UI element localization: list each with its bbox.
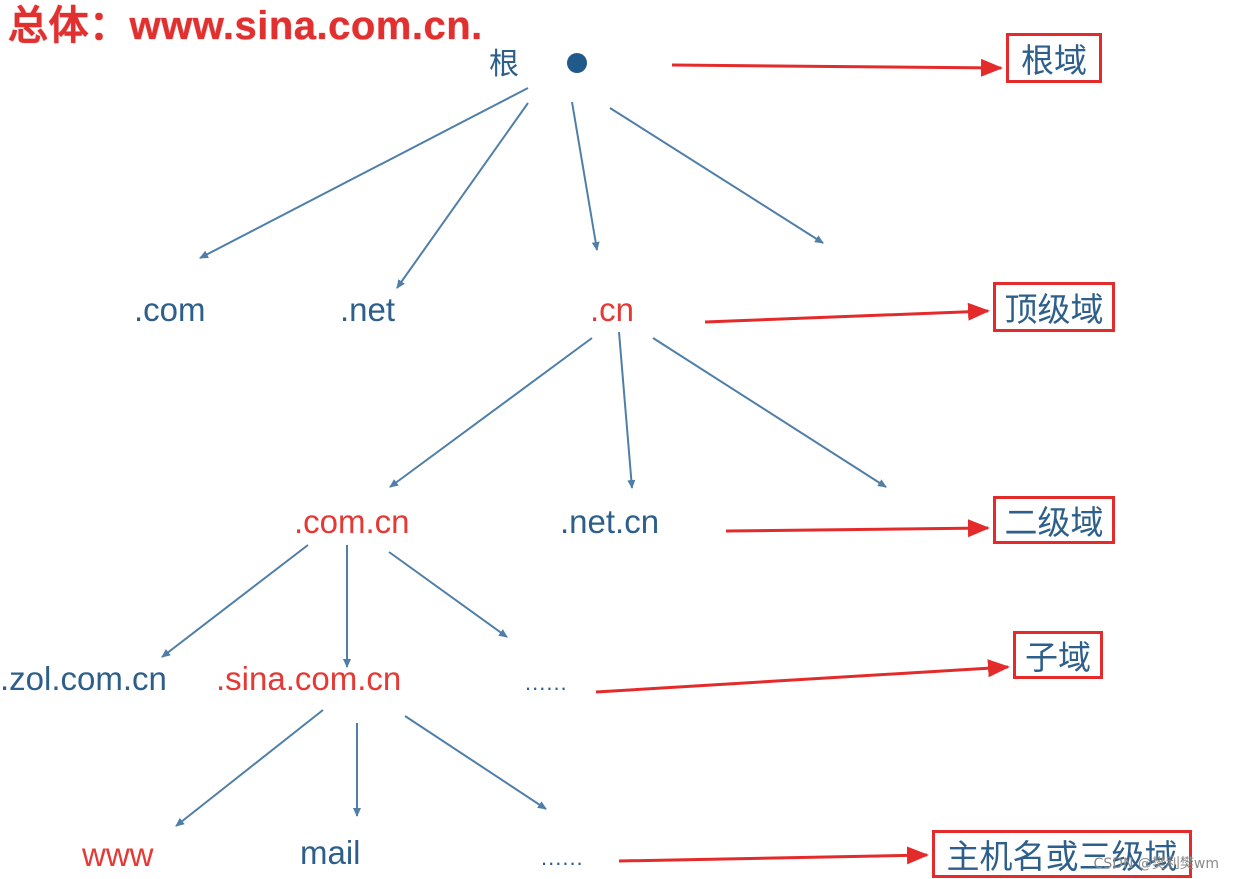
- edge-root-com: [199, 87, 529, 259]
- node-zol-com-cn: .zol.com.cn: [0, 660, 167, 697]
- level-label-root-domain: 根域: [1006, 33, 1102, 83]
- edge-root-more: [609, 107, 824, 244]
- node-host-ellipsis: ......: [541, 845, 584, 870]
- pointer-top-level: [704, 302, 990, 324]
- node-mail: mail: [300, 834, 361, 871]
- level-label-top-level: 顶级域: [993, 282, 1115, 332]
- edge-root-cn: [571, 101, 600, 251]
- edge-cn-netcn: [618, 331, 636, 489]
- pointer-host: [618, 846, 929, 865]
- node-www: www: [82, 836, 154, 873]
- edge-comcn-more: [388, 551, 508, 638]
- edge-root-net: [396, 102, 529, 289]
- diagram-title: 总体：www.sina.com.cn.: [8, 4, 483, 48]
- pointer-root-domain: [671, 58, 1003, 77]
- node-sina-com-cn: .sina.com.cn: [216, 660, 402, 697]
- node-cn: .cn: [590, 291, 635, 328]
- node-net-cn: .net.cn: [560, 503, 660, 540]
- level-label-second-level: 二级域: [993, 496, 1115, 544]
- pointer-second-level: [725, 519, 990, 538]
- pointer-subdomain: [595, 659, 1010, 694]
- edge-comcn-zol: [161, 544, 309, 658]
- node-com: .com: [134, 291, 206, 328]
- node-sub-ellipsis: ......: [525, 670, 568, 695]
- node-net: .net: [340, 291, 396, 328]
- edge-sina-www: [175, 709, 324, 827]
- level-label-host: 主机名或三级域: [932, 830, 1192, 878]
- level-label-subdomain: 子域: [1013, 631, 1103, 679]
- edge-sina-more: [404, 715, 547, 810]
- node-com-cn: .com.cn: [294, 503, 410, 540]
- csdn-watermark: CSDN @樊利樊wm: [1093, 856, 1219, 872]
- edge-cn-more: [652, 337, 887, 488]
- edge-cn-comcn: [389, 337, 593, 488]
- root-node-dot: [567, 53, 587, 73]
- root-label: 根: [489, 48, 519, 81]
